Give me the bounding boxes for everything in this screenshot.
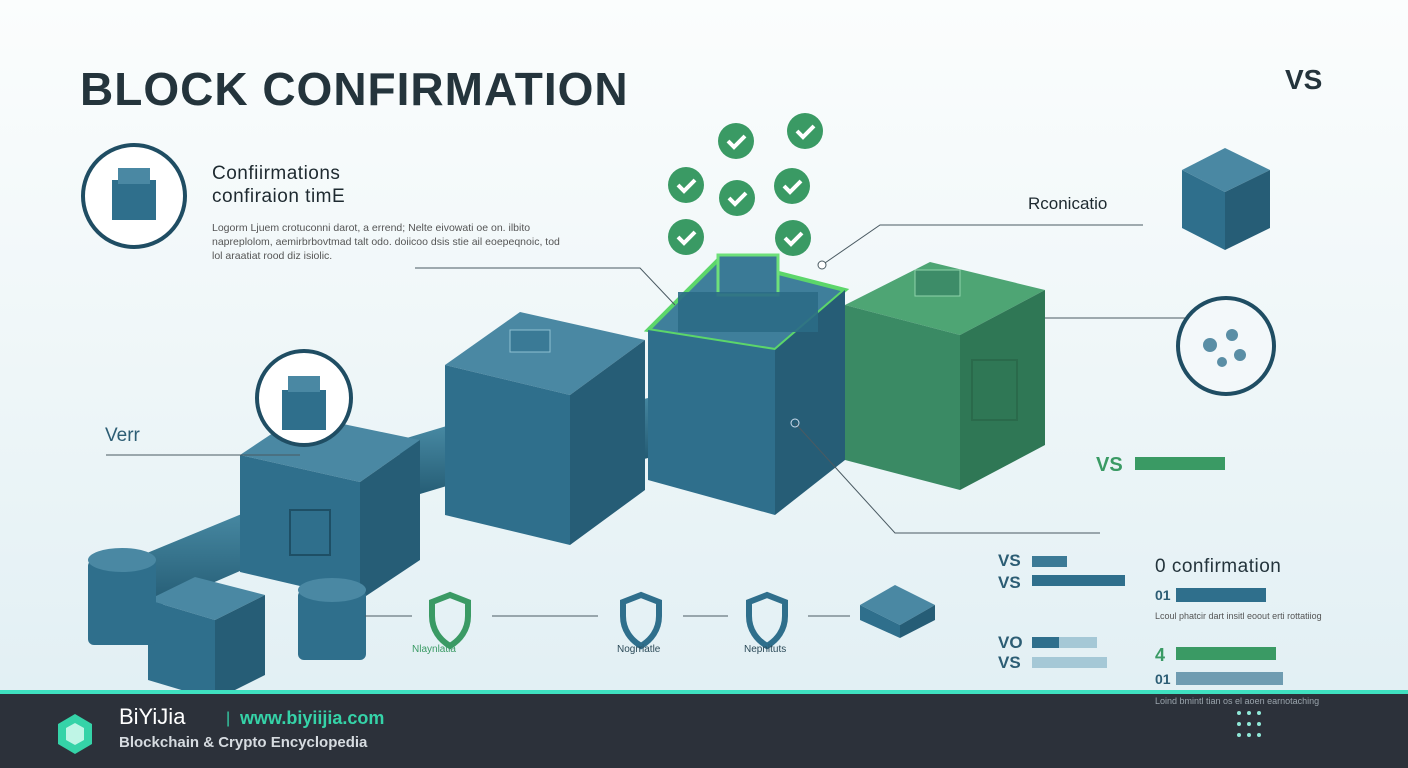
item-label: 01 xyxy=(1155,587,1171,603)
vs-row-label: VS xyxy=(998,653,1021,672)
vs-row-bar-fill xyxy=(1032,637,1059,648)
connector-dot xyxy=(790,418,800,428)
block-cube-top-right xyxy=(1182,148,1270,250)
shield-label: Nlaynlatia xyxy=(412,644,456,655)
page-title: BLOCK CONFIRMATION xyxy=(80,63,629,115)
separator: | xyxy=(226,710,231,727)
vs-row-bar xyxy=(1032,657,1107,668)
website-link[interactable]: www.biyiijia.com xyxy=(240,708,385,728)
block-cube-2 xyxy=(445,312,645,545)
item-label: 01 xyxy=(1155,671,1171,687)
block-cube-small xyxy=(148,577,265,690)
confirmations-heading: Confiirmations confiraion timE xyxy=(212,162,345,208)
footer: BiYiJia | www.biyiijia.com Blockchain & … xyxy=(0,690,1408,768)
heading-line-2: confiraion timE xyxy=(212,186,346,207)
item-bar xyxy=(1176,647,1276,660)
reconciliation-label: Rconicatio xyxy=(1028,194,1108,213)
shield-label: Nogrriatle xyxy=(617,644,661,655)
vs-row-label: VS xyxy=(998,573,1021,592)
block-cube-1 xyxy=(240,415,420,600)
vs-row-label: VO xyxy=(998,633,1023,652)
grid-dots-icon[interactable] xyxy=(1237,711,1267,741)
block-badge-icon xyxy=(81,143,353,447)
block-cube-3-confirming xyxy=(643,253,850,515)
check-icon xyxy=(668,113,823,256)
tagline: Blockchain & Crypto Encyclopedia xyxy=(119,734,368,751)
vs-row-bar xyxy=(1032,575,1125,586)
vs-main-bar xyxy=(1135,457,1225,470)
vs-heading: VS xyxy=(1285,64,1323,95)
block-cube-flat xyxy=(860,585,935,638)
heading-line-1: Confiirmations xyxy=(212,163,341,184)
shield-icon xyxy=(429,591,788,650)
item-bar xyxy=(1176,588,1266,602)
vs-row-bar xyxy=(1032,556,1067,567)
coin-stack-icon xyxy=(88,548,366,660)
shield-label: Nepnituts xyxy=(744,644,787,655)
item-label: 4 xyxy=(1155,645,1166,665)
vs-row-label: VS xyxy=(998,551,1021,570)
block-cube-4-confirmed xyxy=(845,262,1045,490)
left-label: Verr xyxy=(105,425,140,446)
check-mark-glyphs xyxy=(676,124,816,247)
connector-dot xyxy=(817,260,827,270)
hexagon-gem-icon xyxy=(58,714,92,754)
intro-body: Logorm Ljuem crotuconni darot, a errend;… xyxy=(212,222,560,262)
blockchain-illustration xyxy=(81,113,1276,690)
zero-confirmation-heading: 0 confirmation xyxy=(1155,556,1282,577)
connector-line xyxy=(106,224,1185,617)
item-note: Lcoul phatcir dart insitl eoout erti rot… xyxy=(1155,611,1322,621)
brand-name: BiYiJia xyxy=(119,704,186,729)
item-note: Loind bmintl tian os el aoen earnotachin… xyxy=(1155,696,1320,706)
vs-main-label: VS xyxy=(1096,454,1123,476)
network-badge-icon xyxy=(1176,296,1276,396)
item-bar xyxy=(1176,672,1283,685)
vs-row-bar xyxy=(1032,637,1097,648)
